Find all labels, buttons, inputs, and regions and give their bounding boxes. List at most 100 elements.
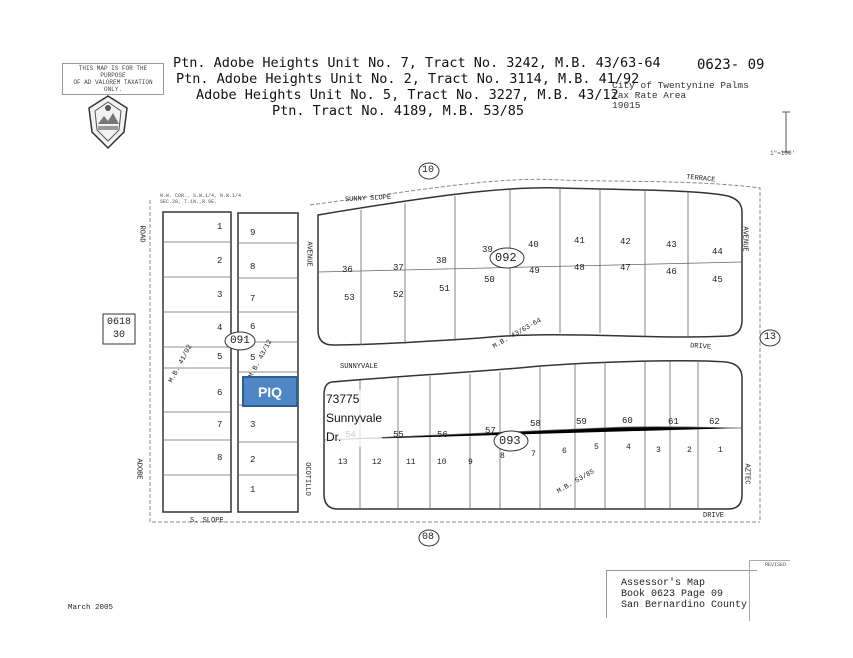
piq-address-street: Sunnyvale <box>326 411 383 425</box>
map-ref-bottom: 08 <box>422 532 435 543</box>
revised-box <box>749 560 790 621</box>
lot-092-48: 48 <box>574 263 585 273</box>
lot-mid-9: 9 <box>250 228 256 238</box>
lot-left-2: 2 <box>217 256 223 266</box>
scale-bar-icon <box>782 111 790 153</box>
lot-093-2: 2 <box>687 446 692 455</box>
lot-093-10: 10 <box>437 458 447 467</box>
lot-left-3: 3 <box>217 290 223 300</box>
lot-093-6: 6 <box>562 447 567 456</box>
disclaimer-line-2: OF AD VALOREM TAXATION ONLY. <box>73 79 153 93</box>
corner-note-line-1: N.W. COR., S.W.1/4, N.W.1/4 <box>160 193 242 199</box>
lot-092-36: 36 <box>342 265 353 275</box>
lot-092-46: 46 <box>666 267 677 277</box>
block-092-circle <box>489 247 525 269</box>
disclaimer-line-1: THIS MAP IS FOR THE PURPOSE <box>78 65 148 79</box>
scale-label: 1"=100' <box>770 150 796 157</box>
lot-092-44: 44 <box>712 247 723 257</box>
lot-093-61: 61 <box>668 417 679 427</box>
page-number: 0623- 09 <box>697 57 765 73</box>
lot-092-42: 42 <box>620 237 631 247</box>
piq-label: PIQ <box>257 383 283 400</box>
outer-boundary-left-bottom <box>149 200 760 523</box>
piq-address-suffix: Dr. <box>326 430 342 444</box>
lot-mid-3: 3 <box>250 420 256 430</box>
street-s-slope: S. SLOPE <box>190 517 224 525</box>
lot-093-13: 13 <box>338 458 348 467</box>
lot-092-45: 45 <box>712 275 723 285</box>
lot-093-5: 5 <box>594 443 599 452</box>
map-ref-13-circle <box>759 329 781 347</box>
assessor-title: Assessor's Map <box>621 578 706 589</box>
lot-093-1: 1 <box>718 446 723 455</box>
lot-mid-8: 8 <box>250 262 256 272</box>
revised-label: REVISED <box>765 562 787 568</box>
assessor-info: Assessor's Map Book 0623 Page 09 San Ber… <box>621 578 747 611</box>
title-line-3: Adobe Heights Unit No. 5, Tract No. 3227… <box>196 87 619 103</box>
assessor-box <box>606 570 757 618</box>
lot-092-50: 50 <box>484 275 495 285</box>
lot-093-55: 55 <box>393 430 404 440</box>
lot-092-47: 47 <box>620 263 631 273</box>
map-ref-left-pg: 30 <box>112 330 125 341</box>
county-seal-icon <box>88 95 128 150</box>
lot-left-7: 7 <box>217 420 223 430</box>
lot-left-6: 6 <box>217 388 223 398</box>
lot-093-8: 8 <box>500 452 505 461</box>
assessor-county: San Bernardino County <box>621 600 748 611</box>
lot-093-7: 7 <box>531 450 536 459</box>
lot-092-51: 51 <box>439 284 450 294</box>
lot-092-49: 49 <box>529 266 540 276</box>
lot-092-53: 53 <box>344 293 355 303</box>
lot-093-60: 60 <box>622 416 633 426</box>
street-avenue-right: AVENUE <box>740 226 749 252</box>
piq-address-number: 73775 <box>326 392 360 406</box>
lot-092-41: 41 <box>574 236 585 246</box>
block-091-label: 091 <box>230 335 250 347</box>
lot-093-56: 56 <box>437 430 448 440</box>
piq-parcel-highlight[interactable]: PIQ <box>242 376 298 407</box>
corner-note-line-2: SEC.28, T.1N.,R.9E. <box>160 199 218 205</box>
title-line-1: Ptn. Adobe Heights Unit No. 7, Tract No.… <box>173 55 661 71</box>
lot-093-62: 62 <box>709 417 720 427</box>
map-ref-left-page: 0618 30 <box>106 316 132 342</box>
block-092-label: 092 <box>495 251 517 265</box>
lot-092-40: 40 <box>528 240 539 250</box>
disclaimer-box: THIS MAP IS FOR THE PURPOSE OF AD VALORE… <box>62 63 164 95</box>
street-sunnyvale: SUNNYVALE <box>340 363 378 371</box>
block-091-west <box>162 211 232 513</box>
lot-092-52: 52 <box>393 290 404 300</box>
map-ref-left-book: 0618 <box>106 317 131 328</box>
title-line-2: Ptn. Adobe Heights Unit No. 2, Tract No.… <box>176 71 640 87</box>
lot-mid-7: 7 <box>250 294 256 304</box>
street-adobe: ADOBE <box>134 458 143 480</box>
map-ref-08-circle <box>418 529 440 547</box>
map-ref-top: 10 <box>422 165 435 176</box>
lot-left-1: 1 <box>217 222 223 232</box>
lot-093-4: 4 <box>626 443 631 452</box>
lot-093-59: 59 <box>576 417 587 427</box>
lot-093-12: 12 <box>372 458 382 467</box>
lot-mid-1: 1 <box>250 485 256 495</box>
lot-left-8: 8 <box>217 453 223 463</box>
block-093 <box>323 360 743 510</box>
assessor-book-page: Book 0623 Page 09 <box>621 589 724 600</box>
block-091-east <box>237 212 299 513</box>
lot-093-3: 3 <box>656 446 661 455</box>
lot-left-4: 4 <box>217 323 223 333</box>
lot-092-43: 43 <box>666 240 677 250</box>
lot-092-37: 37 <box>393 263 404 273</box>
street-drive-bottom: DRIVE <box>703 512 725 520</box>
street-aztec: AZTEC <box>742 463 751 485</box>
street-drive-mid: DRIVE <box>689 342 712 352</box>
piq-address: 73775 Sunnyvale Dr. <box>326 390 383 447</box>
street-avenue-left: AVENUE <box>304 241 313 267</box>
lot-093-57: 57 <box>485 426 496 436</box>
block-093-label: 093 <box>499 434 521 448</box>
corner-note: N.W. COR., S.W.1/4, N.W.1/4 SEC.28, T.1N… <box>160 193 241 205</box>
map-ref-10-circle <box>418 162 440 180</box>
lot-092-38: 38 <box>436 256 447 266</box>
title-line-4: Ptn. Tract No. 4189, M.B. 53/85 <box>272 103 524 119</box>
street-road: ROAD <box>137 225 146 243</box>
